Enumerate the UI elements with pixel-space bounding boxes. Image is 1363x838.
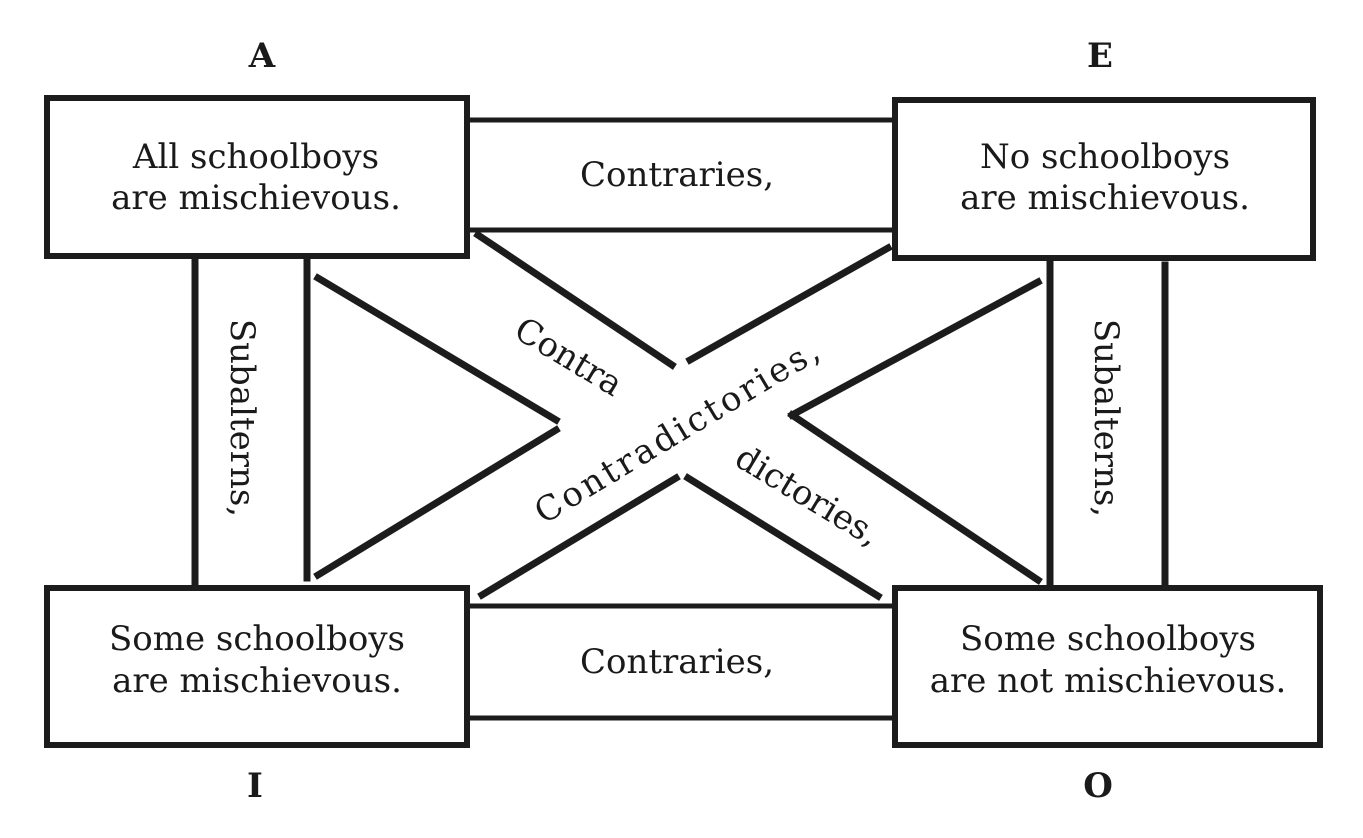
diagonal-line-5 [787,277,1043,420]
corner-label-i: I [247,766,263,806]
proposition-i-line-2: are mischievous. [112,661,402,701]
proposition-a-line-2: are mischievous. [111,178,401,218]
proposition-a-line-1: All schoolboys [132,137,379,177]
diagonal-line-6 [787,410,1043,585]
proposition-box-i [44,585,470,748]
contraries-label-bottom: Contraries, [580,642,774,682]
proposition-o-line-2: are not mischievous. [930,661,1287,701]
diagonal-line-3 [313,273,561,425]
proposition-o-line-1: Some schoolboys [960,619,1256,659]
contraries-label-top: Contraries, [580,155,774,195]
diagonal-line-8 [683,473,883,601]
corner-label-e: E [1087,36,1113,76]
diagonal-line-2 [685,243,893,365]
proposition-i-line-1: Some schoolboys [109,619,405,659]
diagonal-line-4 [313,425,561,580]
proposition-e-line-2: are mischievous. [960,178,1250,218]
subalterns-label-left: Subalterns, [222,319,262,517]
corner-label-a: A [248,36,276,76]
proposition-box-a [44,95,470,259]
contradictories-label-lower: dictories, [728,437,887,554]
contraries-band-bottom [457,603,903,721]
proposition-e-line-1: No schoolboys [980,137,1230,177]
diagonal-line-7 [477,473,681,600]
proposition-box-e [892,97,1316,261]
diagonal-line-1 [473,230,677,370]
proposition-box-o [892,585,1323,748]
corner-label-o: O [1083,766,1113,806]
subalterns-label-right: Subalterns, [1086,319,1126,517]
